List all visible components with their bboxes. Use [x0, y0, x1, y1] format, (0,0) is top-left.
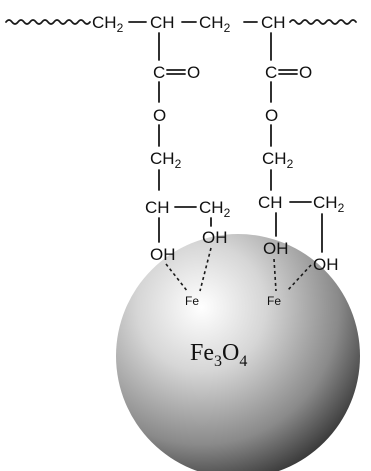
right-ch: CH — [258, 193, 283, 212]
left-oh-left: OH — [150, 245, 176, 264]
left-carbonyl-o: O — [187, 63, 200, 82]
backbone-wavy-left — [5, 19, 91, 25]
left-ester-o: O — [153, 106, 166, 125]
right-oh-left: OH — [263, 239, 289, 258]
backbone-ch-left: CH — [150, 13, 175, 32]
right-coord-bond-1 — [273, 258, 277, 292]
right-carbonyl-c: C — [265, 63, 277, 82]
right-oh-right: OH — [313, 255, 339, 274]
fe3o4-sphere — [116, 234, 360, 471]
left-oh-right: OH — [202, 228, 228, 247]
backbone-wavy-right — [289, 19, 357, 25]
backbone-ch2-mid: CH2 — [199, 13, 231, 35]
core-label: Fe3O4 — [190, 340, 247, 370]
left-ch2-branch: CH2 — [199, 198, 231, 220]
left-fe: Fe — [185, 294, 199, 308]
right-ester-o: O — [265, 106, 278, 125]
left-carbonyl-c: C — [153, 63, 165, 82]
right-ch2: CH2 — [262, 149, 294, 171]
backbone-ch-right: CH — [261, 13, 286, 32]
left-coord-bond-2 — [199, 247, 212, 292]
backbone-ch2-left: CH2 — [92, 13, 124, 35]
right-carbonyl-o: O — [299, 63, 312, 82]
left-ch: CH — [145, 198, 170, 217]
right-ch2-branch: CH2 — [313, 193, 345, 215]
right-fe: Fe — [267, 294, 281, 308]
left-ch2: CH2 — [150, 149, 182, 171]
